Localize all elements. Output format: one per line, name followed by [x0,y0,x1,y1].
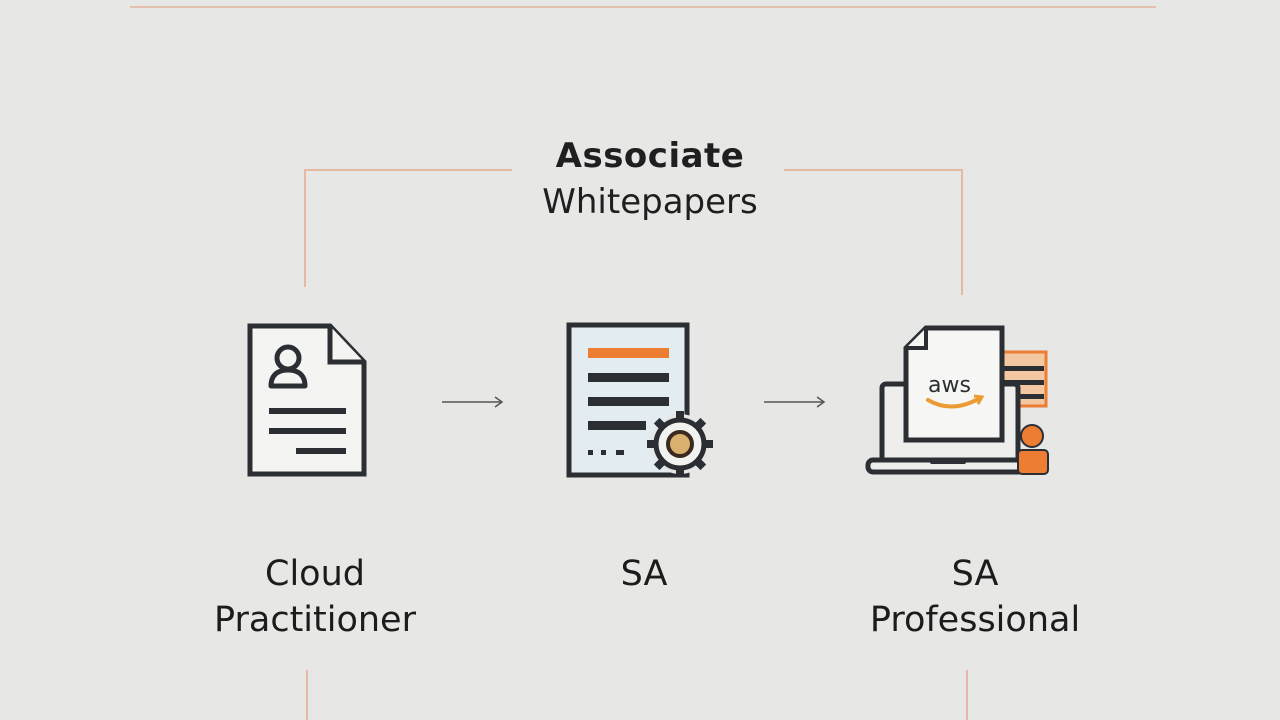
top-divider [130,6,1156,8]
aws-logo-text: aws [928,373,971,398]
heading-line-1: Associate [555,136,745,176]
node-label-sa-professional: SA Professional [845,551,1105,643]
connector-bottom-left [306,670,308,720]
diagram-heading: Associate Whitepapers [500,133,800,225]
label-line-2: Practitioner [214,600,416,640]
resume-document-icon [247,323,367,477]
label-line-2: Professional [869,600,1081,640]
connector-bottom-right [966,670,968,720]
aws-laptop-document-icon: aws [865,325,1049,475]
connector-left-vertical [304,169,306,287]
label-line-1: Cloud [265,554,365,594]
document-gear-icon [566,322,713,478]
arrow-right-icon [764,396,826,408]
label-line-1: SA [620,554,668,594]
node-label-sa: SA [544,551,744,597]
node-label-cloud-practitioner: Cloud Practitioner [190,551,440,643]
label-line-1: SA [951,554,999,594]
heading-line-2: Whitepapers [542,182,758,222]
connector-right-vertical [961,169,963,295]
connector-left-horizontal [304,169,512,171]
arrow-right-icon [442,396,504,408]
connector-right-horizontal [784,169,962,171]
